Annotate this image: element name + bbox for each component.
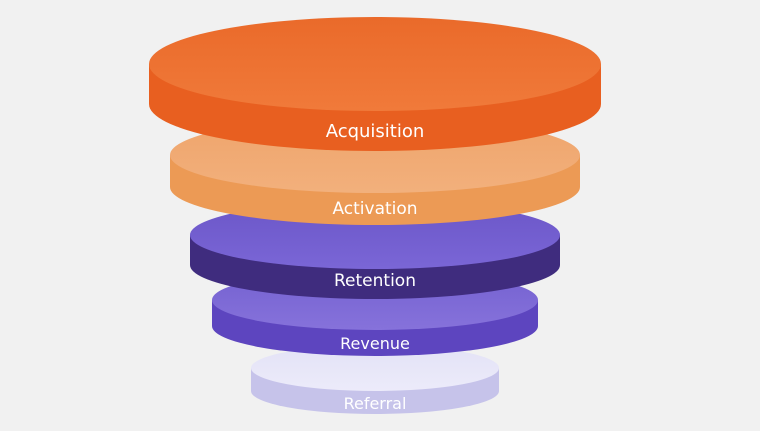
layer-label-retention: Retention: [334, 271, 416, 291]
layer-label-acquisition: Acquisition: [326, 121, 425, 142]
disc-top: [149, 17, 601, 111]
funnel-layer-referral: Referral: [251, 345, 499, 414]
layer-label-revenue: Revenue: [340, 334, 410, 353]
funnel-layer-acquisition: Acquisition: [149, 17, 601, 151]
disc-top: [251, 345, 499, 391]
layer-label-activation: Activation: [332, 199, 417, 219]
layer-label-referral: Referral: [344, 394, 407, 413]
